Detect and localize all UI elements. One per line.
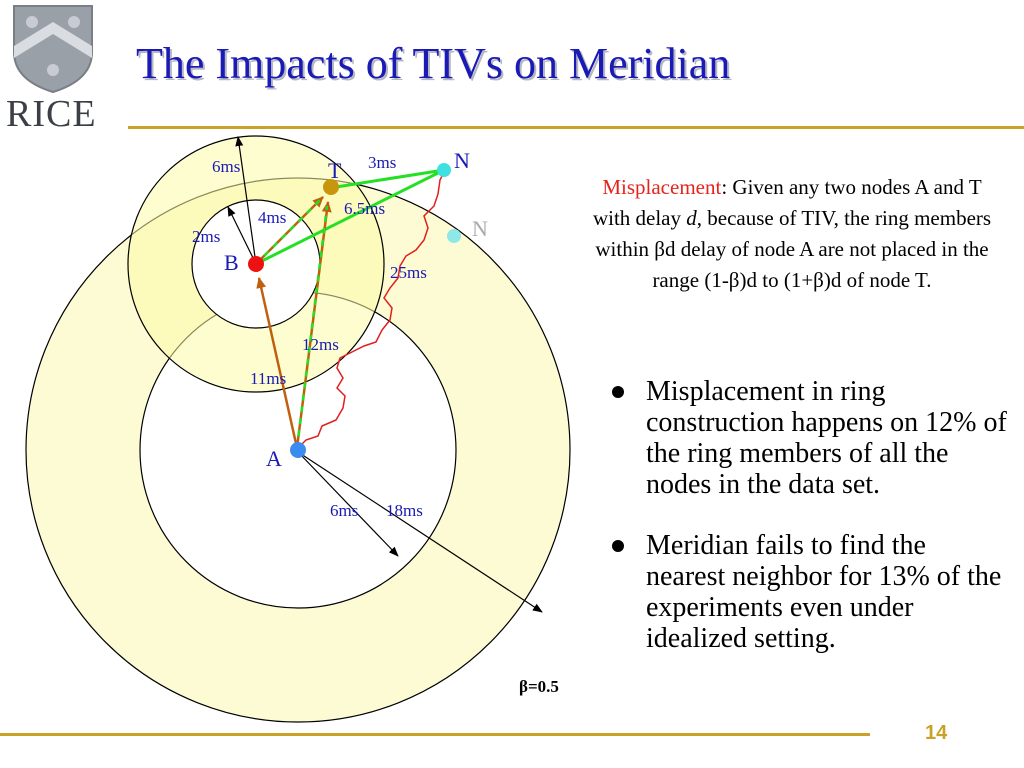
node-A-dot <box>290 442 306 458</box>
beta-label: β=0.5 <box>519 677 559 696</box>
label-3ms: 3ms <box>368 153 396 172</box>
rice-logo: RICE <box>0 0 110 135</box>
link-B-T-dash <box>255 199 321 265</box>
label-4ms: 4ms <box>258 208 286 227</box>
node-B-dot <box>248 256 264 272</box>
title-divider <box>128 126 1024 129</box>
label-11ms: 11ms <box>250 369 286 388</box>
node-N-label: N <box>454 148 470 173</box>
logo-text: RICE <box>6 93 97 135</box>
node-A-label: A <box>266 446 282 471</box>
bullet-text: Meridian fails to find the nearest neigh… <box>646 530 1002 654</box>
bullet-dot-icon <box>612 540 624 552</box>
node-N-dot <box>437 163 451 177</box>
label-12ms: 12ms <box>302 335 339 354</box>
link-A-T-dash <box>295 205 329 449</box>
label-18ms: 18ms <box>386 501 423 520</box>
link-T-N <box>329 168 445 190</box>
page-number: 14 <box>925 722 948 744</box>
misplacement-definition: Misplacement: Given any two nodes A and … <box>582 172 1002 296</box>
definition-text-2: , because of TIV, the ring members withi… <box>595 206 992 292</box>
label-6ms-bottom: 6ms <box>330 501 358 520</box>
wavy-path-A-N <box>299 171 445 447</box>
node-B-label: B <box>224 250 239 275</box>
node-N2-dot <box>447 229 461 243</box>
bullet-text: Misplacement in ring construction happen… <box>646 376 1007 500</box>
definition-term: Misplacement <box>602 175 722 199</box>
label-2ms: 2ms <box>192 227 220 246</box>
radius-arrow-6ms-bottom <box>297 451 399 557</box>
rice-shield-icon <box>13 5 93 94</box>
radius-arrow-6ms-top <box>235 136 257 265</box>
label-6ms-top: 6ms <box>212 157 240 176</box>
radius-arrow-2ms <box>227 206 257 265</box>
definition-text-1: : Given any two nodes A and T with delay <box>592 175 982 230</box>
bullet-list: Misplacement in ring construction happen… <box>612 376 1012 684</box>
definition-d: d <box>686 206 697 230</box>
node-T-label: T <box>328 158 342 183</box>
bullet-dot-icon <box>612 386 624 398</box>
bullet-item: Misplacement in ring construction happen… <box>612 376 1012 500</box>
node-N2-label: N <box>472 216 488 241</box>
link-A-B <box>256 277 299 449</box>
node-T-dot <box>323 179 339 195</box>
radius-arrow-18ms <box>297 451 543 613</box>
link-B-N <box>255 168 445 266</box>
footer-divider <box>0 733 870 736</box>
bullet-item: Meridian fails to find the nearest neigh… <box>612 530 1012 654</box>
label-25ms: 25ms <box>390 263 427 282</box>
label-6-5ms: 6.5ms <box>344 199 385 218</box>
page-title: The Impacts of TIVs on Meridian <box>136 39 731 88</box>
